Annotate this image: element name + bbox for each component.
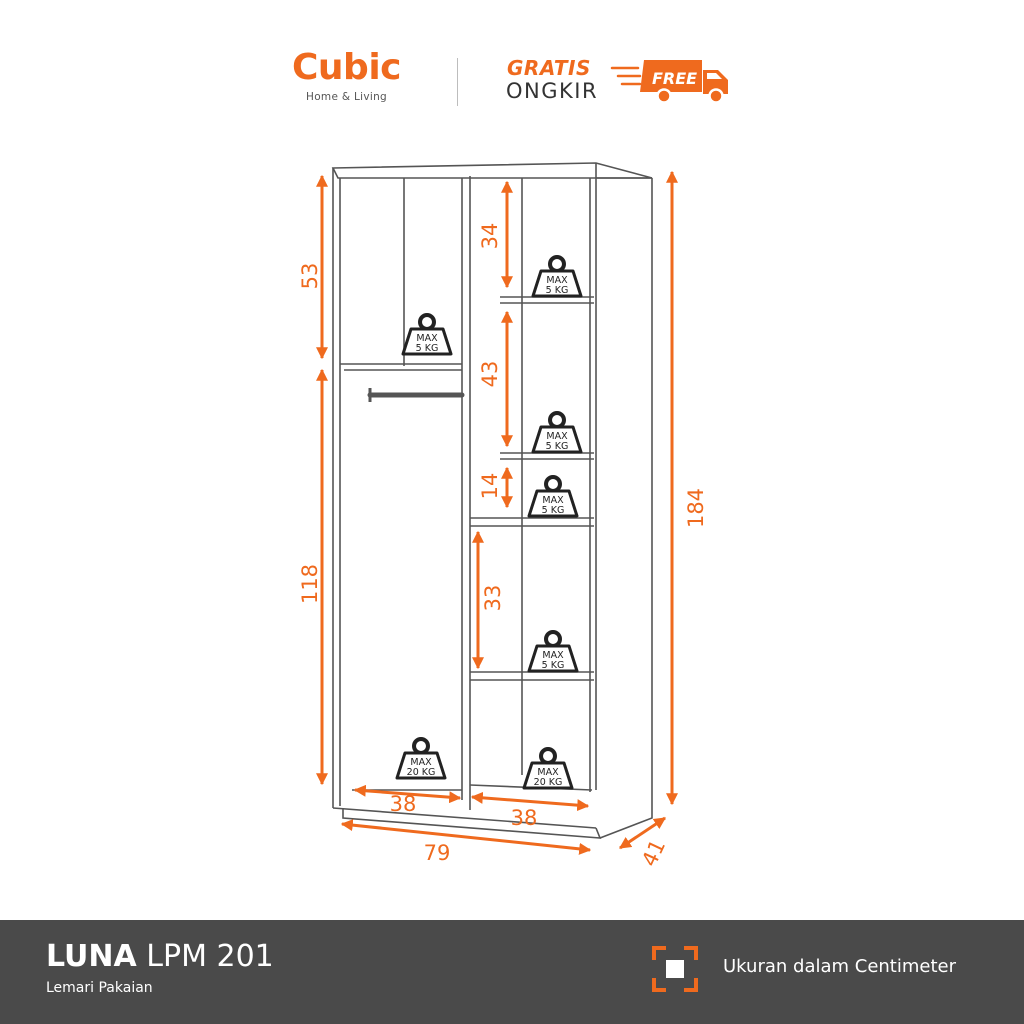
svg-text:MAX: MAX — [546, 275, 568, 286]
weight-icon: MAX 5 KG — [527, 630, 579, 673]
weight-icon: MAX 20 KG — [395, 737, 447, 780]
svg-text:MAX: MAX — [537, 767, 559, 778]
wardrobe-outline — [331, 162, 653, 839]
svg-text:MAX: MAX — [416, 333, 438, 344]
label-depth: 41 — [637, 836, 670, 870]
product-model: LPM 201 — [146, 939, 274, 974]
weight-icon: MAX 5 KG — [401, 313, 453, 356]
label-total-height: 184 — [684, 488, 708, 528]
svg-text:5 KG: 5 KG — [542, 660, 565, 671]
weight-icon: MAX 20 KG — [522, 747, 574, 790]
dimension-arrows — [316, 170, 678, 855]
label-upper-left-height: 53 — [298, 263, 322, 290]
header-divider — [457, 58, 458, 106]
svg-text:MAX: MAX — [546, 431, 568, 442]
weight-icon: MAX 5 KG — [527, 475, 579, 518]
svg-text:5 KG: 5 KG — [542, 505, 565, 516]
label-left-width: 38 — [390, 792, 417, 816]
unit-note: Ukuran dalam Centimeter — [723, 956, 957, 977]
svg-text:20 KG: 20 KG — [534, 777, 563, 788]
svg-text:MAX: MAX — [542, 495, 564, 506]
product-name: LUNA — [46, 939, 137, 974]
label-fourth-right-shelf: 33 — [481, 585, 505, 612]
measure-frame-icon — [652, 946, 698, 992]
footer-bar: LUNA LPM 201 Lemari Pakaian Ukuran dalam… — [0, 920, 1024, 1024]
weight-icon: MAX 5 KG — [531, 255, 583, 298]
wardrobe-diagram: 53 118 184 34 43 14 33 38 38 79 41 MAX 5… — [298, 162, 708, 871]
label-total-width: 79 — [424, 841, 451, 865]
weight-icons: MAX 5 KG MAX 5 KG MAX 5 KG MAX 5 KG MAX … — [395, 255, 583, 790]
svg-text:5 KG: 5 KG — [546, 441, 569, 452]
svg-text:5 KG: 5 KG — [416, 343, 439, 354]
svg-text:20 KG: 20 KG — [407, 767, 436, 778]
label-third-right-shelf: 14 — [478, 473, 502, 500]
promo-gratis: GRATIS — [507, 56, 591, 80]
label-lower-left-height: 118 — [298, 564, 322, 604]
dimension-labels: 53 118 184 34 43 14 33 38 38 79 41 — [298, 223, 708, 871]
label-top-right-shelf: 34 — [478, 223, 502, 250]
brand-tagline: Home & Living — [306, 91, 387, 103]
svg-text:MAX: MAX — [410, 757, 432, 768]
header: Cubic Home & Living GRATIS ONGKIR FREE — [0, 0, 1024, 130]
svg-text:5 KG: 5 KG — [546, 285, 569, 296]
weight-icon: MAX 5 KG — [531, 411, 583, 454]
product-category: Lemari Pakaian — [46, 980, 153, 996]
label-second-right-shelf: 43 — [478, 361, 502, 388]
delivery-truck-icon: FREE — [610, 60, 728, 104]
promo-ongkir: ONGKIR — [506, 79, 599, 103]
brand-logo: Cubic — [292, 47, 402, 88]
label-right-width: 38 — [511, 806, 538, 830]
svg-text:MAX: MAX — [542, 650, 564, 661]
product-title: LUNA LPM 201 — [46, 942, 274, 972]
free-badge: FREE — [652, 69, 697, 88]
